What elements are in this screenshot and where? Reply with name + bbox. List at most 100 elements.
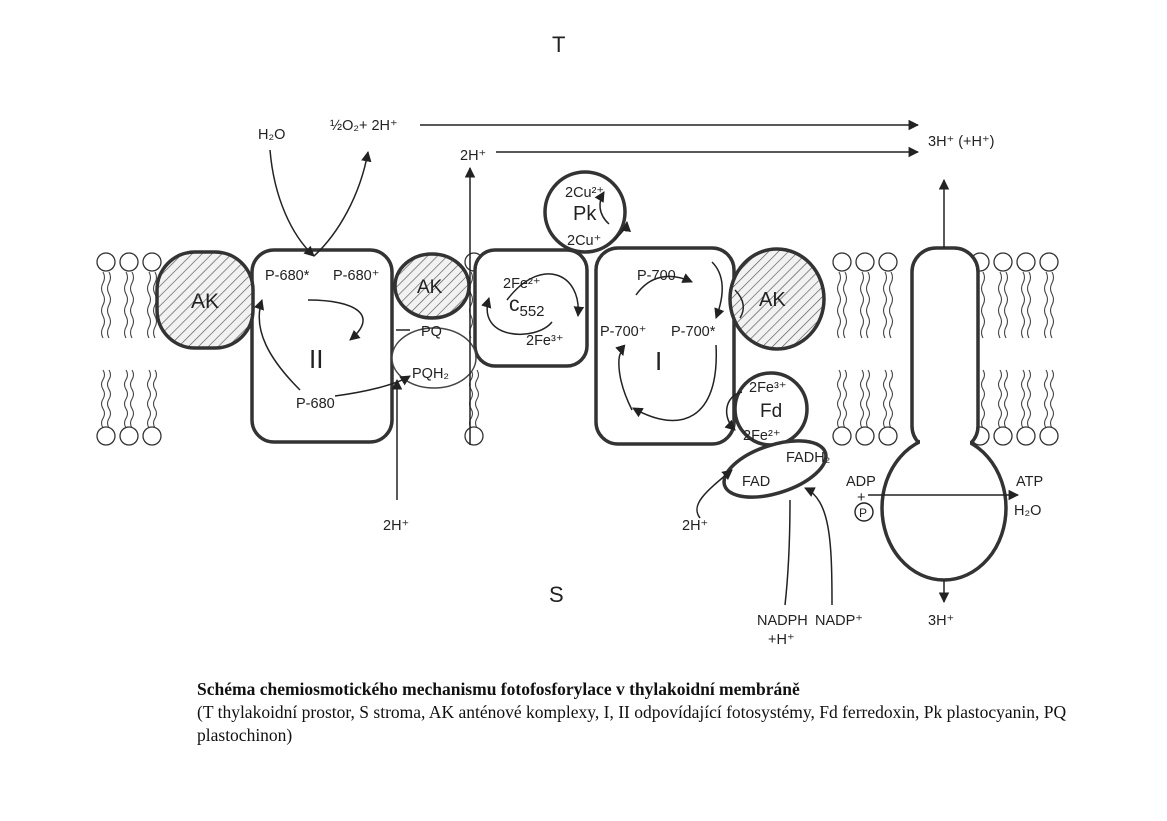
lipid-tail bbox=[106, 271, 112, 339]
lipid-head bbox=[993, 426, 1013, 446]
antenna-complex-right bbox=[728, 247, 826, 351]
lipid-tail bbox=[997, 271, 1003, 339]
fe2-cytochrome-label: 2Fe²⁺ bbox=[503, 276, 540, 292]
caption-title: Schéma chemiosmotického mechanismu fotof… bbox=[197, 679, 800, 699]
nadph-h-label: +H⁺ bbox=[768, 632, 795, 648]
lipid-bilayer bbox=[96, 252, 1059, 446]
proton-3h-top-label: 3H⁺ (+H⁺) bbox=[928, 134, 994, 150]
lipid-head bbox=[142, 426, 162, 446]
adp-label: ADP bbox=[846, 474, 876, 490]
pq-label: PQ bbox=[421, 324, 442, 340]
lipid-head bbox=[832, 426, 852, 446]
plastocyanin bbox=[543, 170, 627, 254]
oxygen-proton-label: ½O₂+ 2H⁺ bbox=[330, 118, 398, 134]
lipid-tail bbox=[997, 369, 1003, 429]
lipid-tail bbox=[836, 369, 842, 429]
region-stroma-label: S bbox=[549, 582, 564, 607]
lipid-head bbox=[832, 252, 852, 272]
proton-3h-bottom-label: 3H⁺ bbox=[928, 613, 954, 629]
lipid-head bbox=[878, 252, 898, 272]
plastocyanin-label: Pk bbox=[573, 203, 597, 225]
lipid-tail bbox=[980, 369, 986, 429]
lipid-tail bbox=[1043, 271, 1049, 339]
lipid-tail bbox=[888, 369, 894, 429]
lipid-tail bbox=[1026, 369, 1032, 429]
lipid-tail bbox=[1043, 369, 1049, 429]
photophosphorylation-diagram: T S AK AK AK II I c552 Pk Fd H₂O ½O₂+ 2H… bbox=[96, 32, 1059, 648]
lipid-tail bbox=[1049, 271, 1055, 339]
lipid-head bbox=[119, 426, 139, 446]
lipid-tail bbox=[1020, 369, 1026, 429]
lipid-tail bbox=[123, 271, 129, 339]
lipid-tail bbox=[980, 271, 986, 339]
p700-oxidized-label: P-700⁺ bbox=[600, 324, 646, 340]
phosphate-label: P bbox=[859, 506, 867, 520]
fe3-cytochrome-label: 2Fe³⁺ bbox=[526, 333, 563, 349]
figure-caption: Schéma chemiosmotického mechanismu fotof… bbox=[197, 678, 1127, 747]
cu1-label: 2Cu⁺ bbox=[567, 233, 601, 249]
lipid-tail bbox=[842, 369, 848, 429]
lipid-tail bbox=[100, 369, 106, 429]
ferredoxin-label: Fd bbox=[760, 401, 782, 422]
antenna-complex-middle bbox=[393, 252, 471, 320]
proton-2h-bottom-left-label: 2H⁺ bbox=[383, 518, 409, 534]
plastoquinone-pool bbox=[391, 327, 477, 389]
p680-label: P-680 bbox=[296, 396, 335, 412]
nadph-label: NADPH bbox=[757, 613, 808, 629]
lipid-head bbox=[96, 426, 116, 446]
phosphate-circle bbox=[854, 502, 874, 522]
lipid-tail bbox=[100, 271, 106, 339]
caption-legend: (T thylakoidní prostor, S stroma, AK ant… bbox=[197, 702, 1067, 745]
photosystem-2 bbox=[250, 248, 394, 444]
antenna-label-middle: AK bbox=[417, 277, 443, 298]
p700-label: P-700 bbox=[637, 268, 676, 284]
lipid-tail bbox=[859, 271, 865, 339]
p680-excited-label: P-680* bbox=[265, 268, 310, 284]
lipid-tail bbox=[1020, 271, 1026, 339]
lipid-tail bbox=[865, 271, 871, 339]
lipid-head bbox=[464, 426, 484, 446]
lipid-tail bbox=[468, 271, 474, 339]
water-label: H₂O bbox=[258, 127, 285, 143]
lipid-tail bbox=[1003, 369, 1009, 429]
reaction-arrows bbox=[254, 119, 1020, 606]
pqh2-label: PQH₂ bbox=[412, 366, 449, 382]
fe2-ferredoxin-label: 2Fe²⁺ bbox=[743, 428, 780, 444]
lipid-head bbox=[855, 426, 875, 446]
lipid-tail bbox=[888, 271, 894, 339]
lipid-head bbox=[96, 252, 116, 272]
lipid-tail bbox=[842, 271, 848, 339]
photosystem-1 bbox=[594, 246, 736, 446]
photosystem-1-label: I bbox=[655, 346, 662, 376]
region-thylakoid-label: T bbox=[552, 32, 565, 57]
lipid-tail bbox=[1026, 271, 1032, 339]
proton-2h-bottom-mid-label: 2H⁺ bbox=[682, 518, 708, 534]
lipid-head bbox=[855, 252, 875, 272]
lipid-head bbox=[1039, 426, 1059, 446]
lipid-tail bbox=[129, 369, 135, 429]
lipid-head bbox=[993, 252, 1013, 272]
antenna-complex-left bbox=[155, 250, 255, 350]
lipid-tail bbox=[152, 271, 158, 339]
cu2-label: 2Cu²⁺ bbox=[565, 185, 604, 201]
lipid-head bbox=[878, 426, 898, 446]
nadp-label: NADP⁺ bbox=[815, 613, 863, 629]
fad-complex bbox=[722, 439, 828, 499]
fad-label: FAD bbox=[742, 474, 770, 490]
lipid-tail bbox=[152, 369, 158, 429]
lipid-head bbox=[1016, 252, 1036, 272]
lipid-tail bbox=[146, 271, 152, 339]
antenna-label-right: AK bbox=[759, 289, 786, 311]
lipid-tail bbox=[882, 369, 888, 429]
lipid-head bbox=[119, 252, 139, 272]
lipid-tail bbox=[474, 369, 480, 429]
proton-top-label: 2H⁺ bbox=[460, 148, 486, 164]
lipid-head bbox=[1039, 252, 1059, 272]
fadh2-label: FADH₂ bbox=[786, 450, 830, 466]
lipid-tail bbox=[146, 369, 152, 429]
lipid-tail bbox=[129, 271, 135, 339]
lipid-tail bbox=[468, 369, 474, 429]
h2o-atp-label: H₂O bbox=[1014, 503, 1041, 519]
lipid-tail bbox=[123, 369, 129, 429]
cytochrome-label: c552 bbox=[509, 293, 545, 320]
